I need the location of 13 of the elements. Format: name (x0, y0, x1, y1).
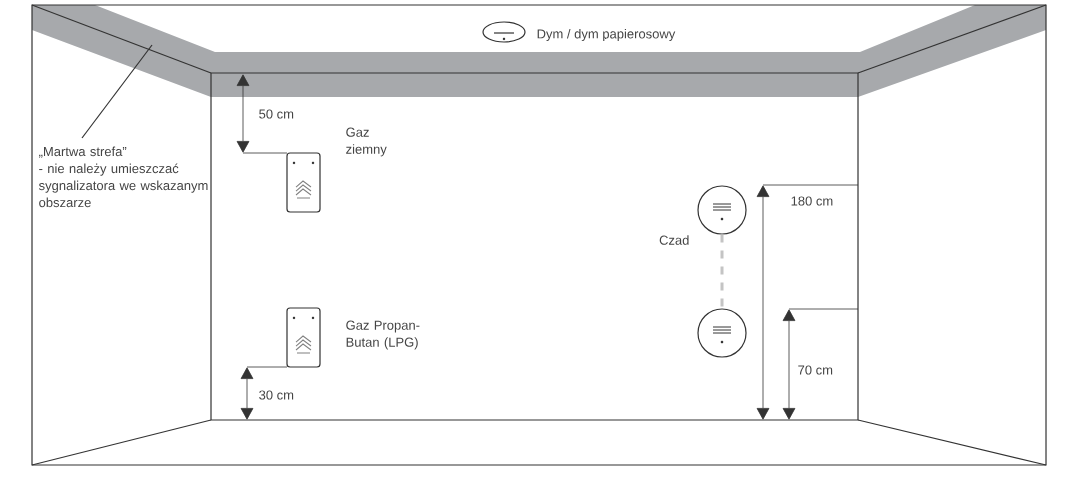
dimension-label: 70 cm (798, 365, 833, 375)
detector-label: Czad (659, 235, 689, 245)
co-detector (697, 308, 747, 358)
dashed-line (720, 234, 724, 309)
detector-label: Dym / dym papierosowy (537, 28, 676, 42)
detector-label: Gaz Propan-Butan (LPG) (346, 320, 420, 350)
dimension-label: 50 cm (259, 109, 294, 119)
leader-line (81, 44, 153, 139)
co-detector (697, 185, 747, 235)
dimension-label: 180 cm (791, 196, 833, 206)
dimension-label: 30 cm (259, 390, 294, 400)
detector-label: Gaz ziemny (346, 127, 387, 157)
note-text: „Martwa strefa” - nie należy umieszczać sygnalizatora we wskazanym obszarze (38, 146, 208, 208)
